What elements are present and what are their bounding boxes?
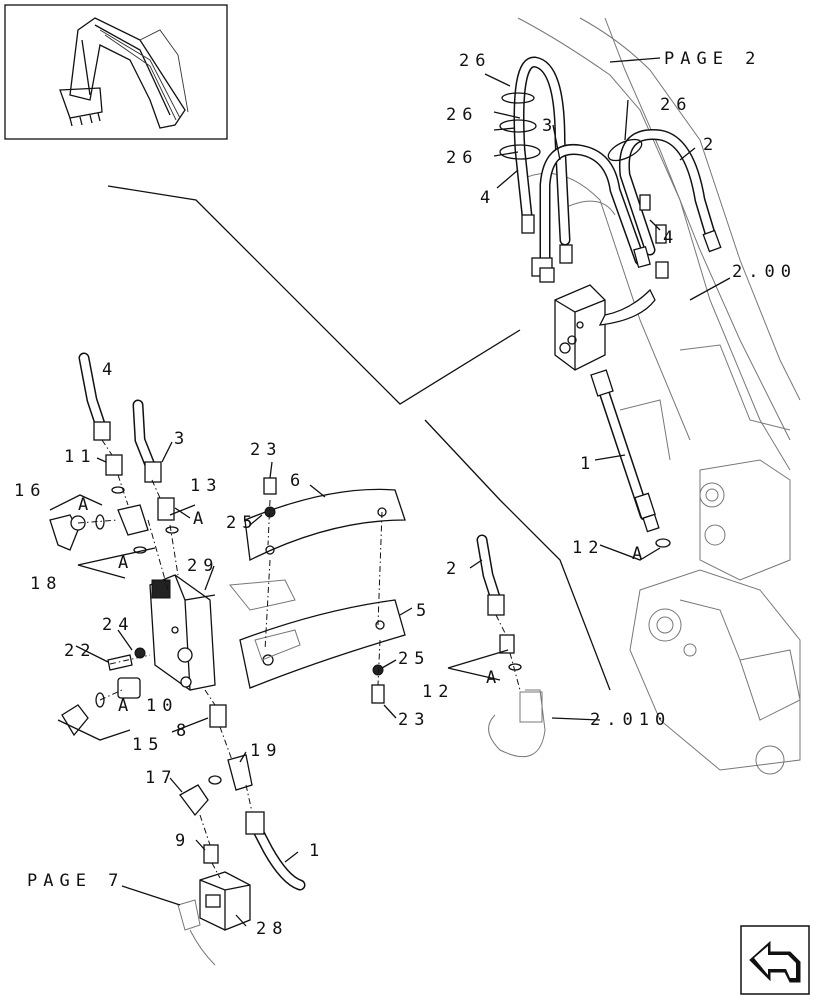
callout-12: 12 — [422, 682, 454, 702]
detail-a-label: A — [486, 668, 502, 688]
callout-9: 9 — [175, 831, 191, 851]
callout-3: 3 — [174, 429, 190, 449]
ref-2-00[interactable]: 2.00 — [732, 262, 797, 282]
callout-11: 11 — [64, 447, 96, 467]
callout-leaders — [75, 441, 483, 927]
callout-23: 23 — [398, 710, 430, 730]
callout-10: 10 — [146, 696, 178, 716]
callout-17: 17 — [145, 768, 177, 788]
callout-25: 25 — [226, 513, 258, 533]
callout-2: 2 — [703, 135, 719, 155]
thumbnail-excavator-icon[interactable] — [4, 4, 228, 140]
detail-a-label: A — [118, 553, 134, 573]
detail-a-label: A — [118, 696, 134, 716]
page-7-reference[interactable]: PAGE 7 — [27, 871, 124, 891]
callout-26: 26 — [446, 148, 478, 168]
callout-24: 24 — [102, 615, 134, 635]
ref-2-010[interactable]: 2.010 — [590, 710, 671, 730]
detail-a-label: A — [632, 544, 648, 564]
callout-26: 26 — [660, 95, 692, 115]
callout-23: 23 — [250, 440, 282, 460]
callout-4: 4 — [663, 228, 679, 248]
callout-12: 12 — [572, 538, 604, 558]
callout-4: 4 — [480, 188, 496, 208]
callout-6: 6 — [290, 471, 306, 491]
callout-19: 19 — [250, 741, 282, 761]
callout-15: 15 — [132, 735, 164, 755]
detail-a-label: A — [193, 509, 209, 529]
callout-5: 5 — [416, 601, 432, 621]
callout-3: 3 — [542, 116, 558, 136]
detail-a-label: A — [78, 495, 94, 515]
callout-25: 25 — [398, 649, 430, 669]
detail-a-brackets — [49, 494, 661, 741]
callout-1: 1 — [580, 454, 596, 474]
leader-lines — [107, 57, 731, 721]
page-2-reference[interactable]: PAGE 2 — [664, 49, 761, 69]
callout-labels: 26 26 26 26 3 2 4 4 1 12 A PAGE 2 2.00 4… — [14, 49, 797, 939]
callout-29: 29 — [187, 556, 219, 576]
callout-26: 26 — [446, 105, 478, 125]
callout-8: 8 — [176, 721, 192, 741]
exploded-assembly — [49, 352, 546, 966]
callout-26: 26 — [459, 51, 491, 71]
callout-1: 1 — [309, 841, 325, 861]
callout-4: 4 — [102, 360, 118, 380]
callout-13: 13 — [190, 476, 222, 496]
return-arrow-icon[interactable] — [740, 925, 810, 995]
callout-22: 22 — [64, 641, 96, 661]
callout-28: 28 — [256, 919, 288, 939]
centerlines — [77, 439, 521, 879]
callout-2: 2 — [446, 559, 462, 579]
callout-18: 18 — [30, 574, 62, 594]
upper-hose-set — [499, 56, 722, 548]
callout-16: 16 — [14, 481, 46, 501]
